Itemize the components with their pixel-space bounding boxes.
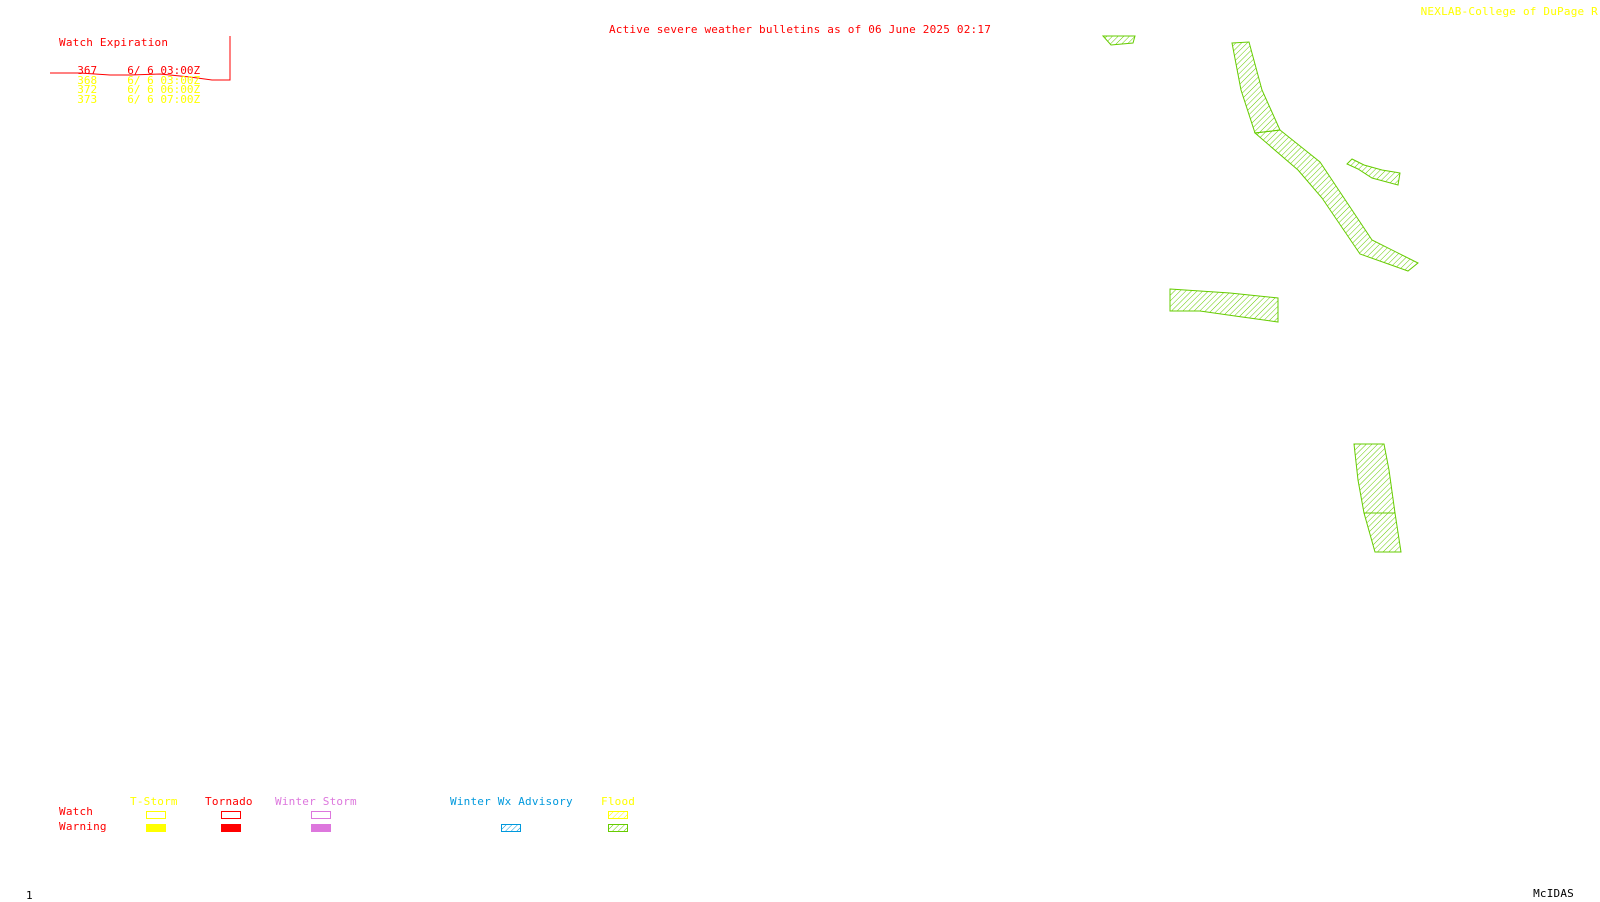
bulletin-title: Active severe weather bulletins as of 06…: [608, 23, 992, 36]
flood-warning-polygons: [1101, 35, 1419, 553]
flood-warning-polygon: [1363, 512, 1402, 553]
legend-winter-wx-advisory-swatch: [501, 824, 521, 832]
legend-watch-label: Watch: [59, 805, 94, 818]
legend-tstorm-watch-swatch: [146, 811, 166, 819]
legend-winter-storm-warning-swatch: [311, 824, 331, 832]
watch-number: 367: [77, 64, 98, 77]
flood-warning-polygon: [1169, 288, 1279, 323]
watch-expiration-time: 6/ 6 03:00Z: [127, 64, 201, 77]
legend-winter-storm-watch-swatch: [311, 811, 331, 819]
legend-flood-label: Flood: [601, 795, 636, 808]
watch-expiration-time: 6/ 6 07:00Z: [127, 93, 201, 106]
flood-warning-polygon: [1353, 443, 1396, 514]
legend-winter-storm-label: Winter Storm: [275, 795, 357, 808]
watch-expiration-heading: Watch Expiration: [59, 36, 169, 49]
legend-winter-wx-advisory-label: Winter Wx Advisory: [450, 795, 573, 808]
watch-row: 372 6/ 6 06:00Z: [64, 72, 200, 96]
legend-tstorm-warning-swatch: [146, 824, 166, 832]
watch-row: 367 6/ 6 03:00Z: [64, 53, 200, 77]
frame-number: 1: [26, 889, 33, 902]
watch-number: 373: [77, 93, 98, 106]
source-credit: NEXLAB-College of DuPage R: [1420, 5, 1598, 18]
legend-tornado-warning-swatch: [221, 824, 241, 832]
legend-flood-watch-swatch: [608, 811, 628, 819]
legend-tstorm-label: T-Storm: [130, 795, 178, 808]
watch-number: 372: [77, 83, 98, 96]
flood-warning-polygon: [1253, 129, 1419, 272]
legend-tornado-label: Tornado: [205, 795, 253, 808]
watch-expiration-time: 6/ 6 06:00Z: [127, 83, 201, 96]
legend-warning-label: Warning: [59, 820, 107, 833]
legend-tornado-watch-swatch: [221, 811, 241, 819]
watch-row: 368 6/ 6 03:00Z: [64, 63, 200, 87]
flood-warning-polygon: [1346, 158, 1401, 186]
watch-row: 373 6/ 6 07:00Z: [64, 82, 200, 106]
flood-warning-polygon: [1231, 41, 1281, 134]
watch-expiration-time: 6/ 6 03:00Z: [127, 74, 201, 87]
software-label: McIDAS: [1533, 887, 1574, 900]
legend-flood-warning-swatch: [608, 824, 628, 832]
flood-warning-polygon: [1101, 35, 1136, 46]
watch-table-outline: [50, 36, 231, 81]
watch-number: 368: [77, 74, 98, 87]
